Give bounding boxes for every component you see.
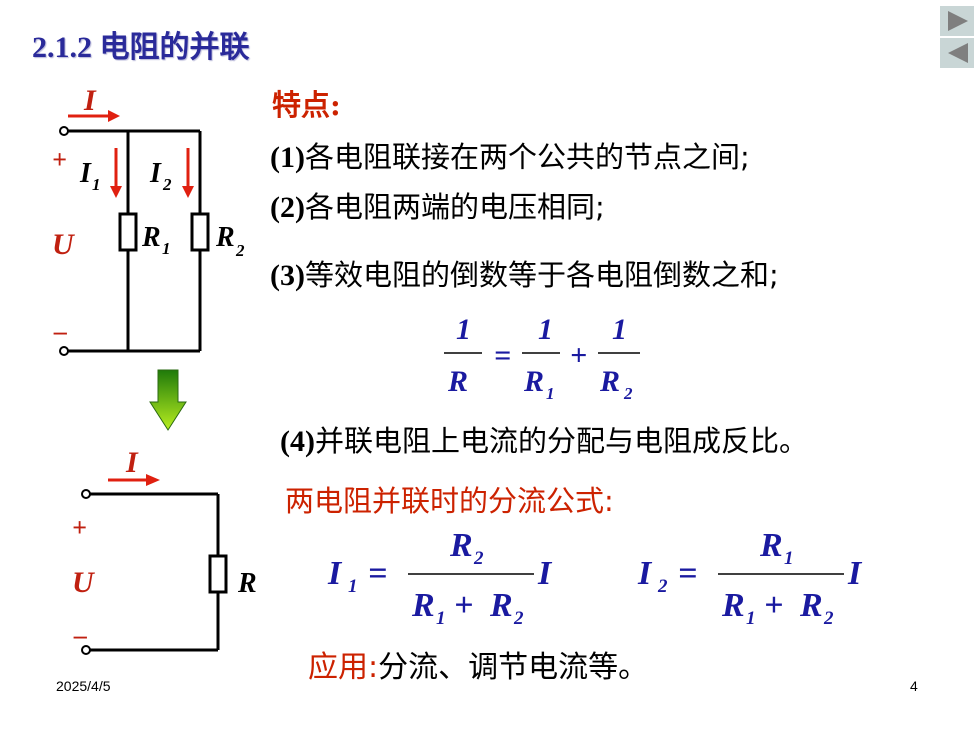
svg-text:I: I — [847, 555, 863, 592]
point-1-num: (1) — [270, 141, 305, 174]
svg-text:2: 2 — [657, 576, 668, 597]
svg-text:R: R — [721, 587, 745, 624]
svg-text:I: I — [537, 555, 553, 592]
voltage-u-label: U — [72, 566, 95, 599]
play-right-icon — [948, 11, 968, 31]
point-3: (3)等效电阻的倒数等于各电阻倒数之和; — [270, 252, 779, 294]
point-2: (2)各电阻两端的电压相同; — [270, 184, 605, 226]
svg-text:1: 1 — [538, 313, 553, 346]
point-4-text: 并联电阻上电流的分配与电阻成反比。 — [314, 424, 808, 458]
svg-text:+: + — [764, 587, 783, 624]
application-text: 分流、调节电流等。 — [378, 650, 649, 685]
svg-text:R: R — [523, 365, 544, 398]
svg-text:R: R — [449, 527, 473, 564]
svg-text:2: 2 — [623, 384, 633, 403]
current-i-label: I — [125, 446, 139, 479]
current-i1-sub: 1 — [92, 175, 101, 194]
svg-text:R: R — [489, 587, 513, 624]
svg-text:1: 1 — [784, 548, 794, 569]
resistor-r — [208, 554, 228, 594]
current-i2-sub: 2 — [162, 175, 172, 194]
svg-text:I: I — [327, 555, 343, 592]
next-slide-button[interactable] — [940, 6, 974, 36]
point-3-text: 等效电阻的倒数等于各电阻倒数之和; — [304, 258, 779, 292]
terminal-bottom — [59, 346, 69, 356]
voltage-u-label: U — [52, 228, 75, 261]
r-label: R — [237, 568, 257, 599]
svg-text:2: 2 — [473, 548, 484, 569]
svg-text:1: 1 — [746, 608, 756, 628]
current-i1-label: I — [79, 158, 92, 189]
play-left-icon — [948, 43, 968, 63]
r2-label: R — [215, 222, 235, 253]
point-1: (1)各电阻联接在两个公共的节点之间; — [270, 134, 750, 176]
svg-text:1: 1 — [612, 313, 627, 346]
svg-text:+: + — [454, 587, 473, 624]
r2-sub: 2 — [235, 241, 245, 260]
svg-text:1: 1 — [348, 576, 358, 597]
svg-text:1: 1 — [456, 313, 471, 346]
point-2-text: 各电阻两端的电压相同; — [304, 190, 605, 224]
footer-date: 2025/4/5 — [56, 678, 111, 694]
svg-text:=: = — [368, 555, 387, 592]
svg-text:2: 2 — [823, 608, 834, 628]
slide-title: 2.1.2 电阻的并联 — [32, 31, 250, 64]
svg-text:R: R — [599, 365, 620, 398]
point-4-num: (4) — [280, 425, 315, 458]
svg-text:R: R — [411, 587, 435, 624]
svg-text:2: 2 — [513, 608, 524, 628]
svg-text:=: = — [678, 555, 697, 592]
minus-sign: – — [73, 621, 87, 650]
svg-text:R: R — [759, 527, 783, 564]
application-label: 应用: — [308, 650, 379, 685]
resistor-r2 — [190, 212, 210, 252]
point-2-num: (2) — [270, 191, 305, 224]
prev-slide-button[interactable] — [940, 38, 974, 68]
svg-text:+: + — [570, 339, 587, 372]
plus-sign: + — [72, 513, 87, 542]
svg-text:=: = — [494, 339, 511, 372]
point-4: (4)并联电阻上电流的分配与电阻成反比。 — [280, 418, 808, 460]
page-number: 4 — [910, 678, 918, 694]
minus-sign: – — [53, 317, 67, 346]
features-heading: 特点: — [272, 88, 341, 122]
svg-text:1: 1 — [436, 608, 446, 628]
parallel-circuit-diagram: I I 1 I 2 + U – R 1 R 2 — [52, 84, 245, 356]
reciprocal-formula: 1 R = 1 R 1 + 1 R 2 — [444, 313, 640, 403]
r1-label: R — [141, 222, 161, 253]
current-i-label: I — [83, 84, 97, 117]
application-line: 应用:分流、调节电流等。 — [308, 642, 648, 686]
current-i2-label: I — [149, 158, 162, 189]
resistor-r1 — [118, 212, 138, 252]
svg-text:R: R — [799, 587, 823, 624]
point-1-text: 各电阻联接在两个公共的节点之间; — [304, 140, 750, 174]
svg-text:1: 1 — [546, 384, 555, 403]
terminal-top — [59, 126, 69, 136]
r1-sub: 1 — [162, 239, 171, 258]
svg-text:I: I — [637, 555, 653, 592]
equivalent-circuit-diagram: I + U – R — [72, 446, 257, 655]
current-divider-formulas: I 1 = R 2 R 1 + R 2 I I 2 = R 1 R 1 + R … — [327, 527, 863, 628]
svg-text:R: R — [447, 365, 468, 398]
point-3-num: (3) — [270, 259, 305, 292]
equivalent-arrow-icon — [149, 369, 187, 431]
plus-sign: + — [52, 145, 67, 174]
current-divider-heading: 两电阻并联时的分流公式: — [285, 484, 614, 518]
